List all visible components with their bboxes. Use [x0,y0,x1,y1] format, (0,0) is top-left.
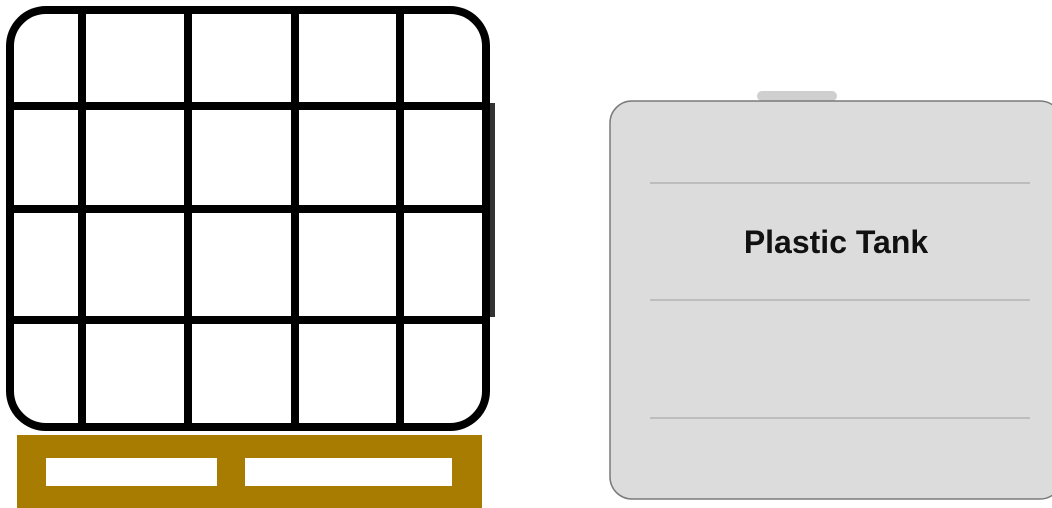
plastic-tank: Plastic Tank [610,91,1052,499]
ibc-tote [10,10,495,427]
pallet-slot-left [46,458,217,486]
wooden-pallet [17,435,482,508]
pallet-slot-right [245,458,452,486]
tank-cap [757,91,837,101]
tank-label: Plastic Tank [744,224,929,260]
